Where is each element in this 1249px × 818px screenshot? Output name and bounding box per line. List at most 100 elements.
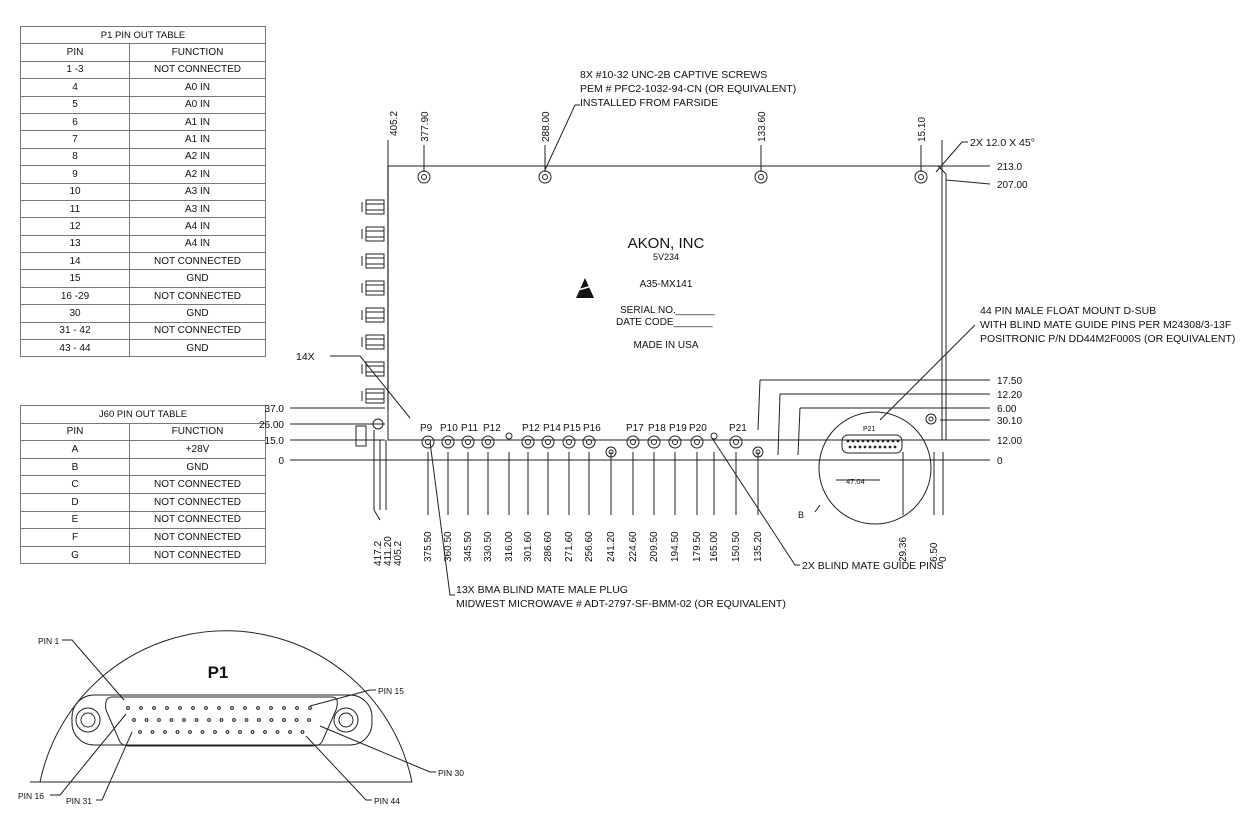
dsub-note-line2: WITH BLIND MATE GUIDE PINS PER M24308/3-… [980,319,1231,331]
guide-pin-icon [505,432,513,440]
part-number: A35-MX141 [640,279,693,290]
detail-dsub-shell [841,434,903,454]
detail-p21-label: P21 [863,426,876,433]
chamfer-note: 2X 12.0 X 45° [970,137,1035,149]
captive-screw-icon [538,170,552,184]
port-label: P16 [583,423,601,434]
bottom-dim-label: 286.60 [543,531,554,562]
captive-screw-icon [914,170,928,184]
bma-port-icon [521,435,535,449]
dim-right-0: 0 [997,456,1003,467]
detail-b-circle [818,411,932,525]
dim-right-6: 6.00 [997,404,1017,415]
port-label: P18 [648,423,666,434]
port-label: P17 [626,423,644,434]
bottom-dim-label: 6.50 [929,542,940,562]
side-connector [365,334,385,350]
p1-pin16-label: PIN 16 [18,791,44,801]
side-connector [365,199,385,215]
dim-right-17-5: 17.50 [997,376,1022,387]
dim-right-207: 207.00 [997,180,1028,191]
side-connector [365,388,385,404]
dim-right-213: 213.0 [997,162,1022,173]
port-label: P12 [483,423,501,434]
dim-left-26: 26.00 [259,420,284,431]
bma-port-icon [626,435,640,449]
bma-port-row [421,413,937,458]
p1-table-function-cell: GND [129,339,266,358]
port-label: P20 [689,423,707,434]
port-label: P11 [461,423,478,434]
bottom-dim-label: 330.50 [483,531,494,562]
side-bracket [355,425,367,447]
p1-detail-title: P1 [208,663,229,682]
captive-screw-icon [417,170,431,184]
screw-note-line3: INSTALLED FROM FARSIDE [580,97,718,109]
detail-b-label: B [798,510,804,520]
p1-dsub-shell [105,696,338,747]
bma-port-icon [461,435,475,449]
guide-pins-note: 2X BLIND MATE GUIDE PINS [802,560,944,572]
dim-405-top: 405.2 [389,111,400,136]
screw-note-line1: 8X #10-32 UNC-2B CAPTIVE SCREWS [580,69,767,81]
screw-note-line2: PEM # PFC2-1032-94-CN (OR EQUIVALENT) [580,83,796,95]
bma-note-line1: 13X BMA BLIND MATE MALE PLUG [456,584,628,596]
bottom-dim-label: 345.50 [463,531,474,562]
j60-table-function-cell: NOT CONNECTED [129,545,266,565]
bottom-dim-label: 29.36 [898,537,909,562]
bottom-dim-label: 0 [938,556,949,562]
esd-warning-icon [576,278,594,298]
bma-port-icon [690,435,704,449]
bma-port-icon [541,435,555,449]
dim-left-0: 0 [278,456,284,467]
p1-pin44-label: PIN 44 [374,796,400,806]
p1-pin-grid [126,706,312,734]
company-name: AKON, INC [628,235,705,252]
mount-hole-icon [925,413,937,425]
bma-port-icon [441,435,455,449]
p1-pin1-label: PIN 1 [38,636,60,646]
bma-port-icon [729,435,743,449]
bottom-dim-label: 224.60 [628,531,639,562]
p1-detail-arc [39,630,413,783]
count-14x-label: 14X [296,351,315,363]
bottom-dim-label: 316.00 [504,531,515,562]
bma-port-icon [582,435,596,449]
bma-port-icon [647,435,661,449]
bottom-dim-label: 411.20 [383,536,394,566]
date-code-field: DATE CODE_______ [616,317,713,328]
port-label: P12 [522,423,540,434]
dim-right-12: 12.00 [997,436,1022,447]
made-in-usa: MADE IN USA [633,340,698,351]
bma-port-icon [562,435,576,449]
side-connector [365,253,385,269]
bma-port-icon [481,435,495,449]
dim-top-133: 133.60 [757,111,768,142]
p1-pin15-label: PIN 15 [378,686,404,696]
port-label: P14 [543,423,561,434]
dsub-note-line3: POSITRONIC P/N DD44M2F000S (OR EQUIVALEN… [980,333,1235,345]
bottom-dim-label: 417.2 [373,541,384,566]
dim-top-377: 377.90 [420,111,431,142]
company-code: 5V234 [653,252,679,262]
bottom-dim-label: 256.60 [584,531,595,562]
bma-note-line2: MIDWEST MICROWAVE # ADT-2797-SF-BMM-02 (… [456,598,786,610]
bottom-dim-label: 194.50 [670,531,681,562]
bottom-dim-label: 135.20 [753,531,764,562]
left-side-connectors [355,199,385,447]
bottom-dim-label: 165.00 [709,531,720,562]
